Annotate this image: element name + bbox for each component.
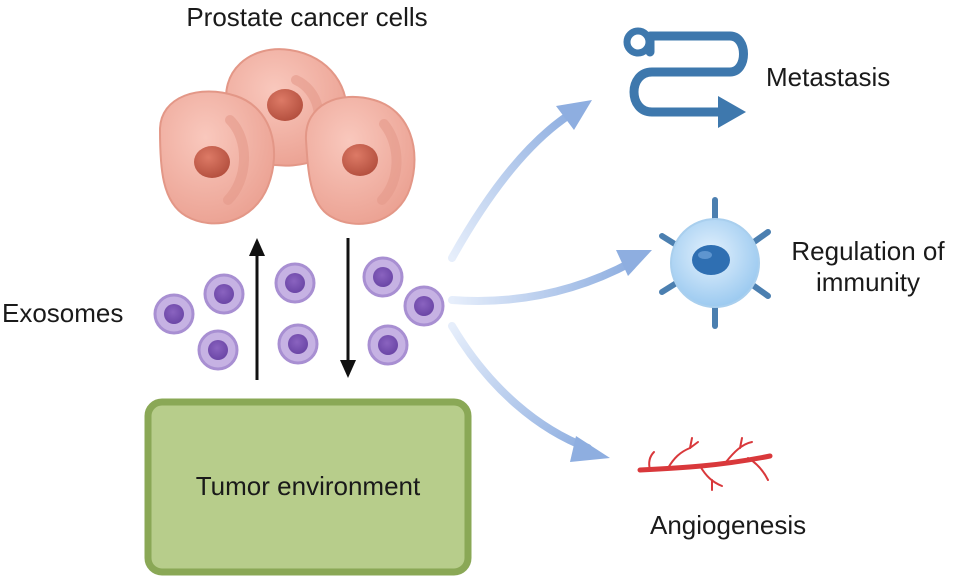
exosome-icon: [203, 273, 245, 315]
metastasis-icon: [623, 27, 748, 128]
exosome-icon: [153, 293, 195, 335]
exosome-icon: [197, 329, 239, 371]
exosome-icon: [274, 262, 316, 304]
exosome-icon: [367, 324, 409, 366]
tumor-environment-label: Tumor environment: [195, 471, 421, 502]
exosome-icon: [362, 256, 404, 298]
regulation-of-immunity-label: Regulation of immunity: [770, 236, 966, 298]
flow-arrow-metastasis: [448, 100, 592, 262]
flow-arrow-angiogenesis: [448, 322, 610, 462]
exosome-icon: [277, 323, 319, 365]
exosomes-label: Exosomes: [2, 298, 124, 328]
tumor-environment-box: [144, 398, 472, 576]
down-arrow-icon: [340, 238, 356, 378]
diagram-title: Prostate cancer cells: [186, 2, 428, 32]
flow-arrow-immunity: [448, 250, 652, 305]
up-arrow-icon: [249, 238, 265, 380]
prostate-cell-icon: [158, 90, 276, 225]
prostate-cell-icon: [304, 95, 416, 225]
blood-vessel-icon: [637, 437, 773, 491]
regulation-label-line2: immunity: [815, 267, 920, 298]
angiogenesis-label: Angiogenesis: [650, 510, 807, 540]
immune-cell-icon: [659, 197, 771, 329]
exosome-icon: [403, 285, 445, 327]
regulation-label-line1: Regulation of: [791, 236, 945, 266]
metastasis-label: Metastasis: [766, 62, 891, 92]
